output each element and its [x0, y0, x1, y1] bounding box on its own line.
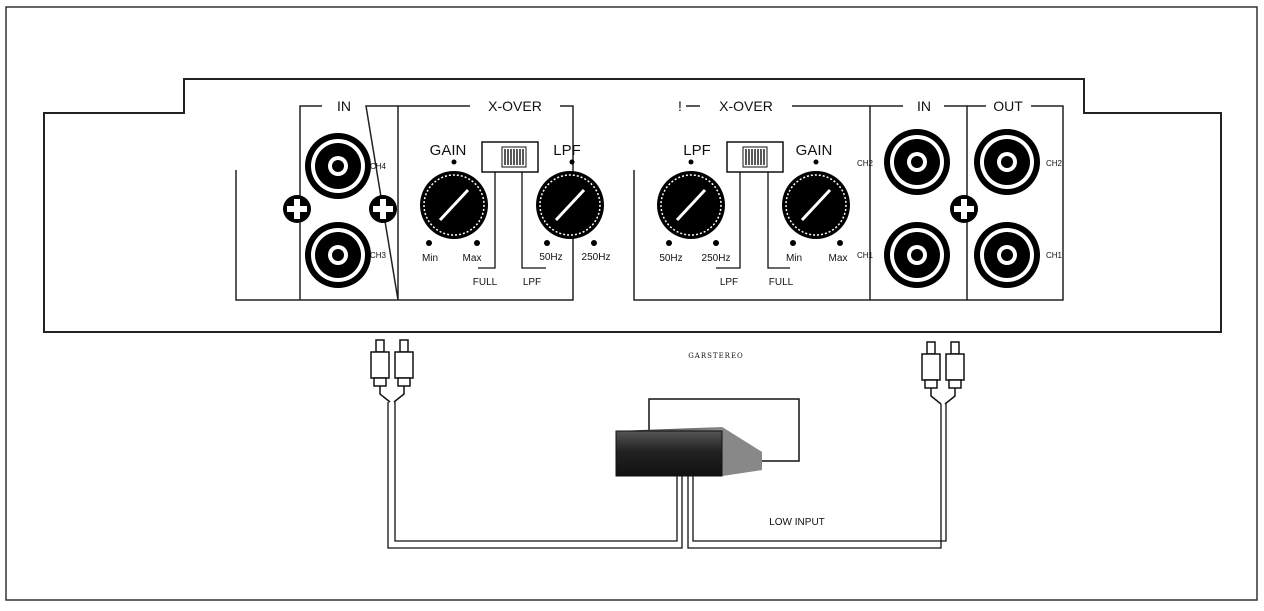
right-out-box [967, 105, 1064, 301]
left-lpf-label: LPF [553, 142, 581, 159]
right-in-label: IN [917, 98, 931, 114]
left-lpf-max: 250Hz [582, 252, 611, 263]
left-gain-knob[interactable] [420, 171, 488, 239]
rca-jack-ch3[interactable] [305, 222, 371, 288]
head-unit-source [615, 398, 800, 477]
right-lpf-knob[interactable] [657, 171, 725, 239]
left-xover-label: X-OVER [488, 98, 542, 114]
label-ch4: CH4 [370, 162, 387, 171]
left-switch-full: FULL [473, 277, 498, 288]
right-switch-lpf: LPF [720, 277, 738, 288]
low-input-label: LOW INPUT [769, 517, 825, 528]
label-out-ch1: CH1 [1046, 251, 1063, 260]
label-out-ch2: CH2 [1046, 159, 1063, 168]
right-out-label: OUT [993, 98, 1023, 114]
left-gain-min: Min [422, 253, 438, 264]
rca-input-jack-ch1[interactable] [884, 222, 950, 288]
rca-cables [387, 402, 947, 549]
rca-output-jack-ch1[interactable] [974, 222, 1040, 288]
left-rca-plugs [370, 339, 414, 403]
right-rca-plugs [921, 341, 965, 405]
left-control-panel: IN X-OVER CH4 CH3 [235, 98, 611, 301]
right-gain-knob[interactable] [782, 171, 850, 239]
label-ch3: CH3 [370, 251, 387, 260]
right-switch-full: FULL [769, 277, 794, 288]
left-switch-lpf: LPF [523, 277, 541, 288]
right-lpf-full-switch[interactable] [726, 141, 784, 173]
right-control-panel: ! X-OVER IN OUT LPF 50Hz 250Hz [633, 98, 1064, 301]
right-lpf-min: 50Hz [659, 253, 682, 264]
left-full-lpf-switch[interactable] [481, 141, 539, 173]
right-gain-label: GAIN [796, 142, 833, 159]
right-switch-leads [716, 172, 790, 269]
plus-icon-left-outer [283, 195, 311, 223]
right-gain-min: Min [786, 253, 802, 264]
left-switch-leads [478, 172, 546, 269]
rca-output-jack-ch2[interactable] [974, 129, 1040, 195]
right-lpf-label: LPF [683, 142, 711, 159]
left-in-label: IN [337, 98, 351, 114]
right-xover-prefix: ! [678, 98, 682, 114]
right-gain-max: Max [829, 253, 848, 264]
plus-icon-left-inner [369, 195, 397, 223]
label-in-ch2: CH2 [857, 159, 874, 168]
amplifier-body [43, 78, 1222, 333]
right-lpf-max: 250Hz [702, 253, 731, 264]
rca-input-jack-ch2[interactable] [884, 129, 950, 195]
plus-icon-right [950, 195, 978, 223]
left-gain-label: GAIN [430, 142, 467, 159]
right-xover-label: X-OVER [719, 98, 773, 114]
left-lpf-knob[interactable] [536, 171, 604, 239]
left-gain-max: Max [463, 253, 482, 264]
rca-jack-ch4[interactable] [305, 133, 371, 199]
label-in-ch1: CH1 [857, 251, 874, 260]
left-lpf-min: 50Hz [539, 252, 562, 263]
brand-label: GARSTEREO [688, 352, 744, 360]
left-panel-edge [235, 170, 300, 301]
